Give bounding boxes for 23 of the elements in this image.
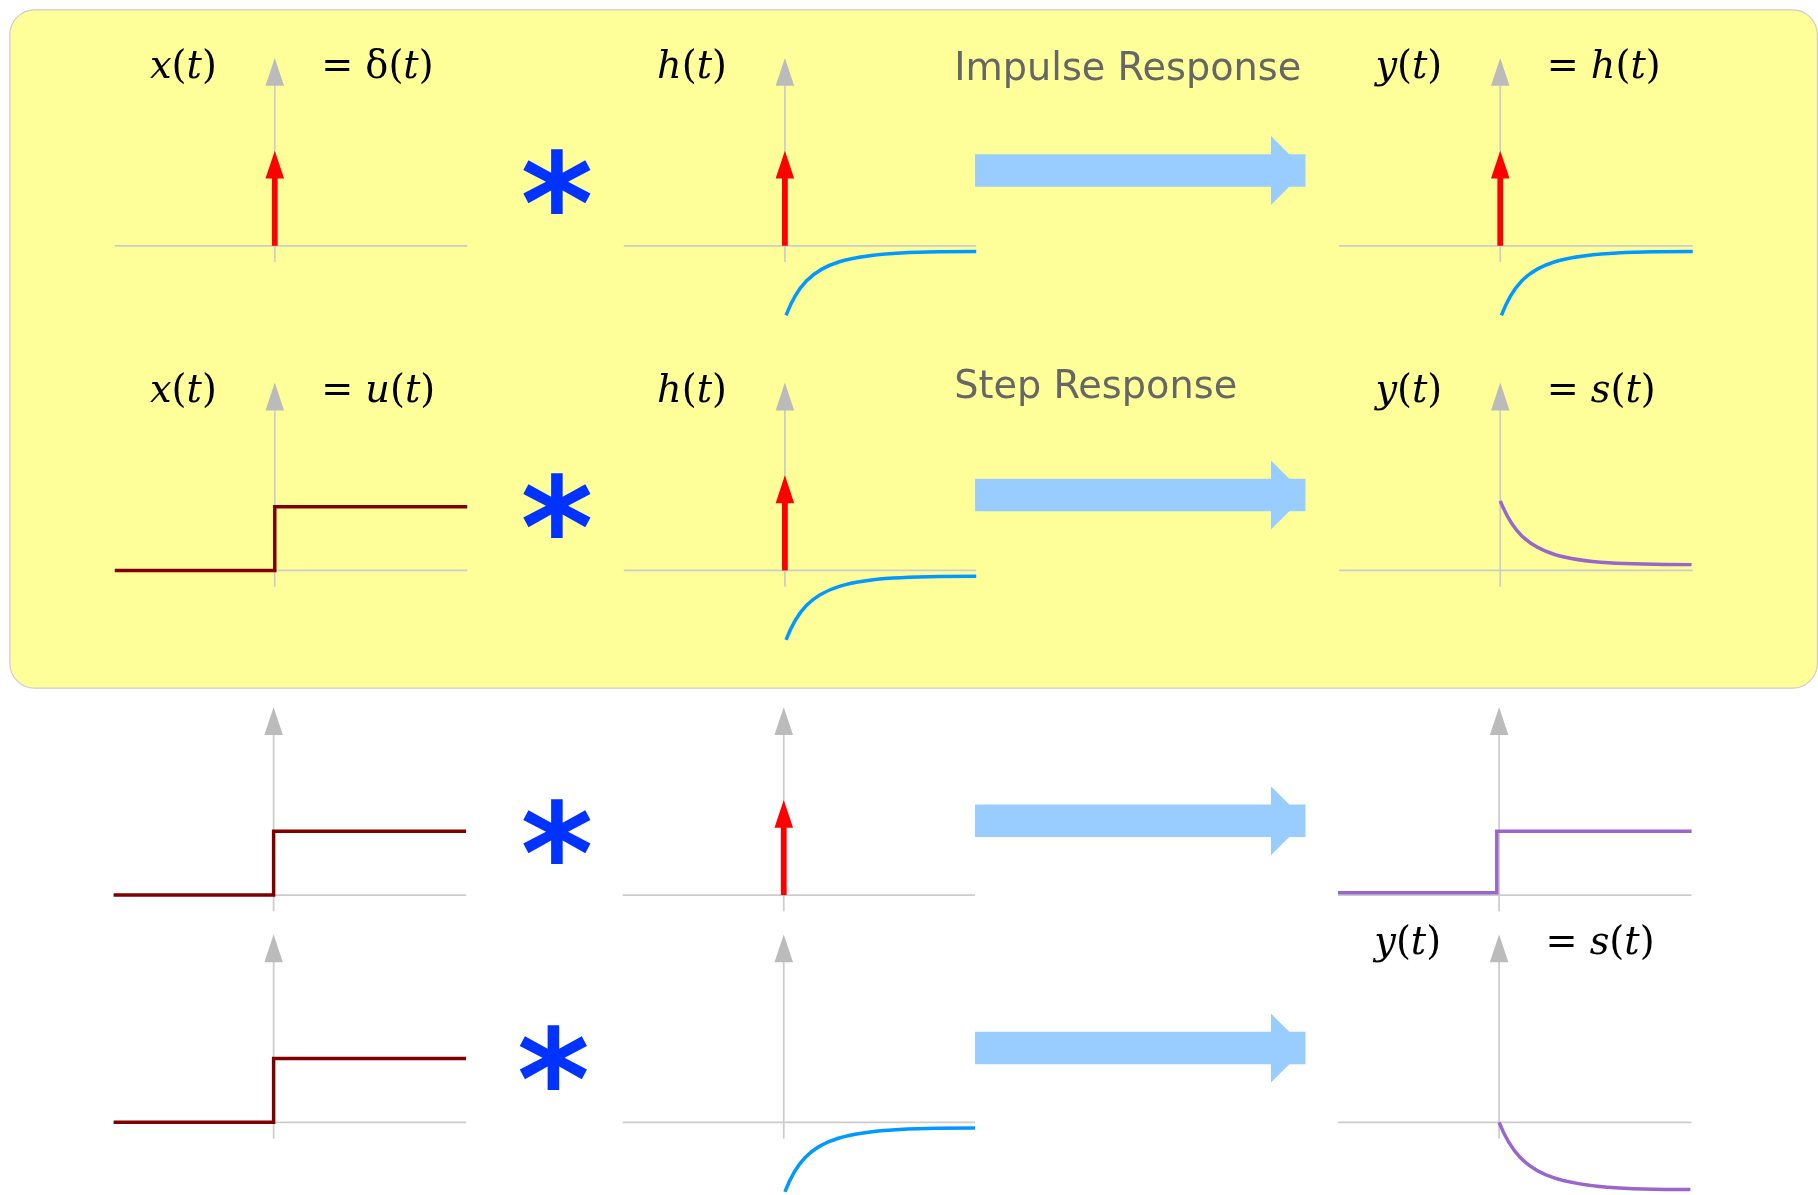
block-arrow — [975, 786, 1306, 856]
math-label: h(t) — [657, 366, 727, 413]
section-title: Step Response — [954, 361, 1238, 409]
math-label: y(t) — [1375, 41, 1443, 89]
block-arrow — [975, 135, 1306, 206]
math-label: x(t) — [150, 41, 217, 89]
highlight-panel — [9, 9, 1818, 689]
math-label: = δ(t) — [321, 41, 434, 89]
math-label: = h(t) — [1546, 41, 1661, 89]
math-label: = s(t) — [1546, 366, 1656, 413]
math-label: h(t) — [657, 41, 727, 89]
math-label: y(t) — [1375, 366, 1443, 413]
block-arrow — [975, 460, 1306, 530]
math-label: = u(t) — [321, 366, 436, 413]
convolution-operator: * — [520, 460, 594, 549]
section-title: Impulse Response — [954, 44, 1302, 91]
math-label: y(t) — [1374, 918, 1442, 965]
math-label: x(t) — [150, 366, 217, 413]
convolution-operator: * — [520, 786, 594, 875]
math-label: = s(t) — [1545, 918, 1655, 965]
convolution-operator: * — [520, 135, 594, 224]
block-arrow — [975, 1013, 1306, 1083]
convolution-operator: * — [517, 1012, 590, 1101]
